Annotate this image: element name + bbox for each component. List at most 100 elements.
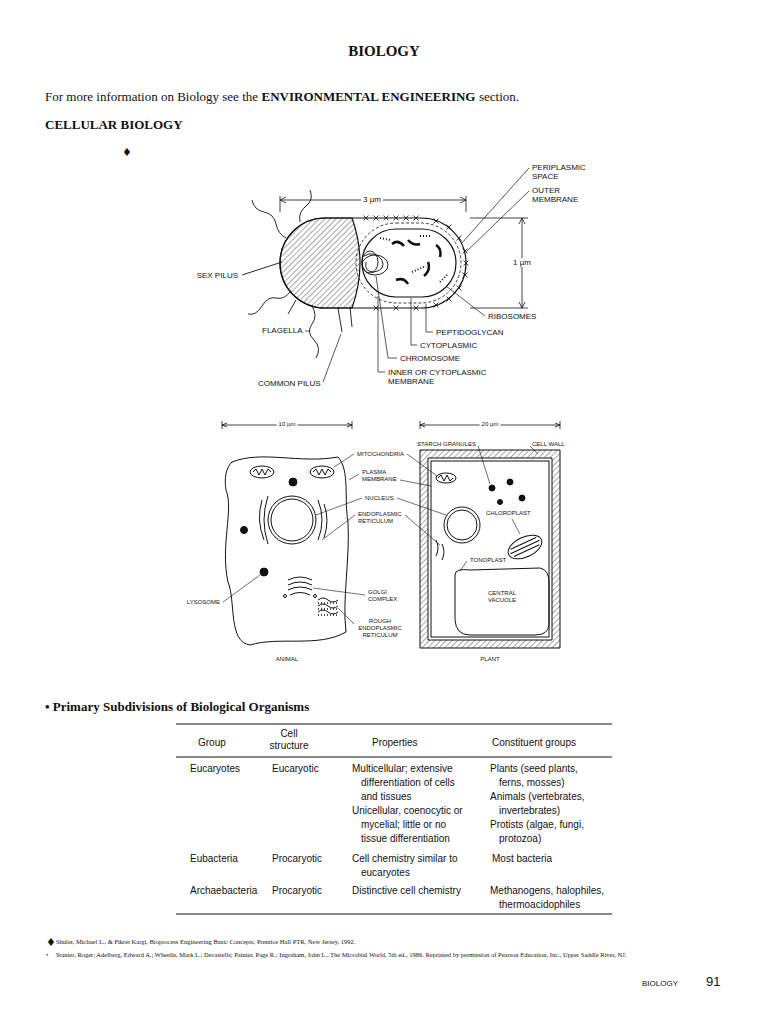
leader-line [466, 191, 529, 252]
section-heading: • Primary Subdivisions of Biological Org… [45, 699, 309, 715]
table-cell: Methanogens, halophiles, thermoacidophil… [490, 884, 614, 912]
part-label: SEX PILUS [197, 271, 238, 280]
starch-granule [489, 485, 495, 491]
peptidoglycan-layer [356, 223, 461, 303]
part-label: INNER OR CYTOPLASMIC MEMBRANE [388, 368, 492, 386]
leader-line [223, 575, 260, 602]
leader-line [376, 276, 397, 358]
table-cell: Most bacteria [492, 852, 552, 866]
page-number: 91 [706, 974, 720, 990]
golgi-complex [288, 577, 312, 595]
part-label: COMMON PILUS [258, 379, 321, 388]
dimension-label: 3 µm [361, 195, 383, 204]
part-label: CYTOPLASMIC [420, 341, 477, 350]
part-label: CELL WALL [532, 441, 565, 448]
footnote-marker: ♦ [46, 937, 56, 949]
cell-surface-hatch [280, 218, 360, 308]
endoplasmic-reticulum [436, 540, 444, 560]
lysosome [241, 527, 248, 534]
nucleus [268, 496, 316, 544]
dimension-10um [222, 421, 352, 429]
cell-wall [420, 450, 560, 648]
outer-membrane [280, 218, 466, 308]
starch-granule [519, 495, 525, 501]
page-title: BIOLOGY [0, 42, 768, 60]
table-rule [176, 724, 612, 725]
footnote: Stanier, Roger; Adelberg, Edward A.; Whe… [56, 951, 626, 959]
mitochondrion-cristae [438, 475, 453, 481]
flagellum [252, 200, 286, 238]
part-label: RIBOSOMES [488, 312, 536, 321]
part-label: FLAGELLA [262, 326, 302, 335]
part-label: STARCH GRANULES [417, 441, 476, 448]
leader-line [338, 608, 354, 624]
figure-marker: ♦ [122, 147, 132, 159]
flagellum [309, 306, 318, 358]
part-label: ANIMAL [276, 656, 298, 663]
part-label: ROUGH ENDOPLASMIC RETICULUM [355, 618, 405, 639]
dimension-lines [222, 196, 560, 429]
chromosome-coil [364, 254, 383, 272]
table-cell: Multicellular; extensive differentiation… [352, 762, 468, 804]
mitochondrion-cristae [253, 469, 271, 475]
table-rule [176, 757, 612, 758]
leader-line [426, 304, 433, 332]
table-cell: Plants (seed plants, ferns, mosses) [490, 762, 598, 790]
mitochondrion [436, 473, 456, 483]
plasma-membrane [225, 457, 348, 645]
endoplasmic-reticulum [259, 496, 327, 544]
mitochondrion-cristae [313, 469, 331, 475]
leader-line [313, 588, 365, 595]
dimension-label: 10 µm [277, 421, 298, 428]
table-cell: Procaryotic [272, 852, 322, 866]
cytoplasmic-membrane [362, 229, 456, 297]
table-cell: Eucaryotes [190, 762, 240, 776]
chloroplast-outline [504, 530, 545, 563]
table-cell: Constituent groups [492, 736, 576, 750]
lysosome [260, 568, 268, 576]
dimension-3um [280, 196, 466, 212]
section-heading: ENVIRONMENTAL ENGINEERING [262, 89, 476, 105]
part-label: PERIPLASMIC SPACE [532, 163, 590, 181]
leader-line [512, 519, 520, 534]
sex-pilus [242, 262, 282, 275]
ribosome-dots [318, 603, 338, 615]
part-label: PLASMA MEMBRANE [362, 469, 402, 483]
flagellum [300, 190, 312, 222]
dimension-label: 20 µm [480, 421, 501, 428]
plant-cell [420, 450, 560, 648]
leader-line [411, 298, 417, 345]
lysosome [289, 478, 297, 486]
plasma-membrane [431, 461, 549, 637]
section-heading: CELLULAR BIOLOGY [45, 117, 183, 133]
table-cell: Distinctive cell chemistry [352, 884, 461, 898]
body-text: section. [479, 89, 519, 105]
page-footer: BIOLOGY [642, 979, 678, 989]
leader-line [446, 286, 485, 316]
dimension-label: 1 µm [511, 258, 533, 267]
nucleus-inner [447, 510, 477, 540]
leader-line [323, 334, 341, 382]
part-label: TONOPLAST [470, 557, 506, 564]
golgi-vesicle [314, 595, 317, 598]
footnote: Shuler, Michael L., & Fikret Kargi, Biop… [56, 938, 355, 946]
chloroplast [504, 530, 545, 563]
golgi-vesicle [284, 595, 287, 598]
cell-leaders [223, 446, 538, 624]
dna-squiggles [392, 240, 441, 284]
part-label: NUCLEUS [365, 495, 394, 502]
nucleus [444, 507, 480, 543]
starch-granule [507, 479, 513, 485]
table-cell: Protists (algae, fungi, protozoa) [490, 818, 598, 846]
leader-line [460, 561, 467, 571]
ribosomes [380, 236, 448, 282]
part-label: CHROMOSOME [400, 354, 460, 363]
part-label: PLANT [480, 656, 499, 663]
table-cell: Properties [372, 736, 418, 750]
rough-endoplasmic-reticulum [318, 598, 338, 614]
dimension-20um [420, 421, 560, 429]
part-label: MITOCHONDRIA [357, 451, 404, 458]
thylakoids [509, 537, 541, 558]
table-rule [176, 914, 612, 915]
animal-cell [225, 457, 348, 645]
